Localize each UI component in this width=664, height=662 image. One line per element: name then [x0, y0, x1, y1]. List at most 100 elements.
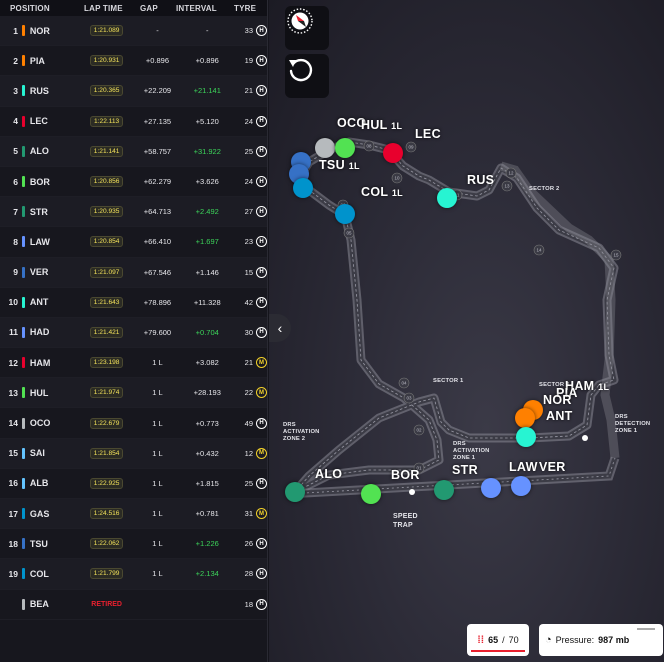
car-hul[interactable] [335, 138, 355, 158]
car-col[interactable] [335, 204, 355, 224]
lap-time-cell: 1:24.516 [80, 508, 134, 520]
label-hul[interactable]: HUL 1L [361, 118, 403, 132]
car-law[interactable] [481, 478, 501, 498]
label-lec[interactable]: LEC [415, 127, 441, 141]
tyre-laps: 31 [244, 509, 254, 519]
driver-code: SAI [29, 448, 45, 459]
compass-button[interactable] [285, 6, 329, 50]
car-oco[interactable] [315, 138, 335, 158]
corner-marker [505, 167, 517, 179]
lap-time-cell: 1:21.141 [80, 145, 134, 157]
team-color-bar [21, 447, 25, 459]
car-had[interactable] [511, 476, 531, 496]
interval-value: +0.781 [195, 509, 219, 519]
label-rus[interactable]: RUS [467, 173, 495, 187]
interval-value: +21.141 [193, 86, 221, 96]
label-law[interactable]: LAW [509, 460, 538, 474]
lap-time: 1:21.974 [89, 387, 124, 399]
label-ver[interactable]: VER [539, 460, 566, 474]
interval-value: +1.146 [195, 267, 219, 277]
car-rus[interactable] [437, 188, 457, 208]
lap-time: 1:21.854 [89, 447, 124, 459]
car-str[interactable] [434, 480, 454, 500]
driver-code: STR [29, 206, 48, 217]
car-bor[interactable] [361, 484, 381, 504]
reset-view-button[interactable] [285, 54, 329, 98]
driver-code: NOR [29, 25, 50, 36]
lap-time: 1:21.089 [89, 25, 124, 37]
car-lec[interactable] [383, 143, 403, 163]
label-ham[interactable]: HAM 1L [565, 379, 610, 393]
gap-value: 1 L [152, 539, 163, 549]
label-ant[interactable]: ANT [546, 409, 573, 423]
team-color-bar [21, 538, 25, 550]
label-tsu[interactable]: TSU 1L [319, 158, 360, 172]
corner-number: 09 [408, 145, 414, 150]
row-position: 1 [13, 25, 18, 36]
tyre-laps: 28 [244, 569, 254, 579]
corner-number: 02 [416, 428, 422, 433]
row-position: 17 [8, 508, 18, 519]
car-alo[interactable] [285, 482, 305, 502]
lap-time-cell: 1:22.062 [80, 538, 134, 550]
car-gas[interactable] [293, 178, 313, 198]
lap-time-cell: 1:23.198 [80, 357, 134, 369]
team-color-bar [21, 25, 25, 37]
label-str[interactable]: STR [452, 463, 478, 477]
tyre-laps: 12 [244, 448, 254, 458]
row-position: 14 [8, 418, 18, 429]
label-alo[interactable]: ALO [315, 467, 343, 481]
label-pia[interactable]: PIA [556, 386, 578, 400]
label-nor[interactable]: NOR [543, 393, 572, 407]
interval-value: +1.815 [195, 478, 219, 488]
label-col[interactable]: COL 1L [361, 185, 403, 199]
label-oco[interactable]: OCO [337, 116, 367, 130]
lap-time-cell: 1:21.854 [80, 447, 134, 459]
gap-value: 1 L [152, 418, 163, 428]
corner-number: 14 [536, 248, 542, 253]
gap-value: 1 L [152, 569, 163, 579]
tyre-laps: 42 [244, 297, 254, 307]
gap-value: +58.757 [143, 146, 172, 156]
gap-value: 1 L [152, 388, 163, 398]
laps-total: 70 [508, 635, 519, 645]
interval-value: +5.120 [195, 116, 219, 126]
lap-time: 1:21.421 [89, 326, 124, 338]
car-ant[interactable] [516, 427, 536, 447]
row-position: 16 [8, 478, 18, 489]
corner-number: 03 [406, 396, 412, 401]
label-bor[interactable]: BOR [391, 468, 420, 482]
gap-value: - [156, 26, 159, 36]
track-map[interactable]: 010203040506070809101112131415 ‹ SECTOR [269, 0, 664, 662]
tyre-laps: 26 [244, 539, 254, 549]
team-color-bar [21, 357, 25, 369]
tyre-laps: 33 [244, 26, 254, 36]
car-nor[interactable] [515, 408, 535, 428]
hard-tyre-icon: H [256, 115, 268, 127]
collapse-panel-button[interactable]: ‹ [269, 314, 291, 342]
gap-value: +78.896 [143, 297, 172, 307]
